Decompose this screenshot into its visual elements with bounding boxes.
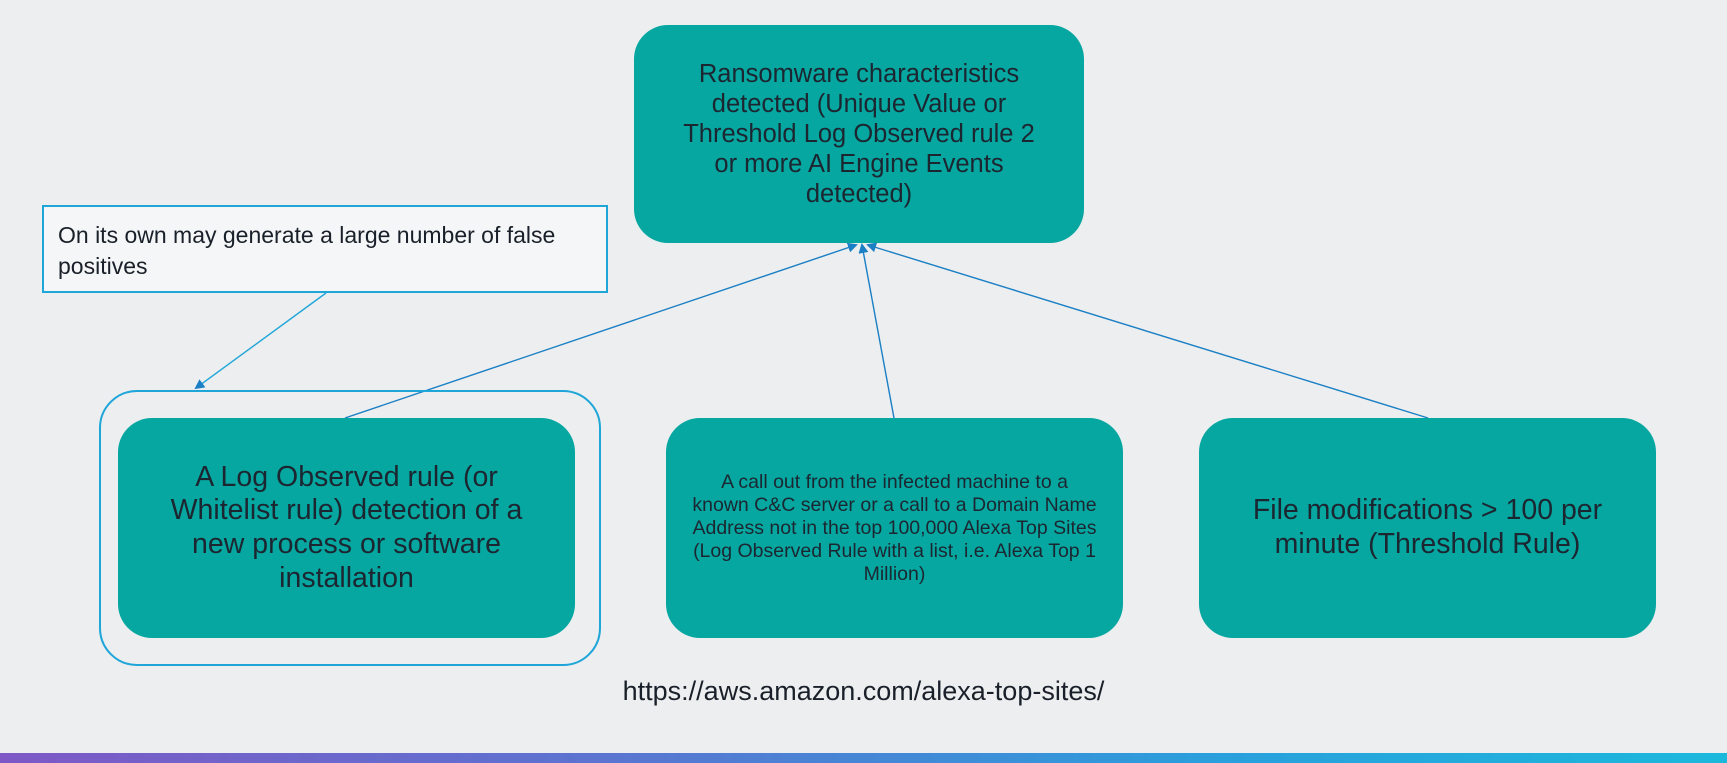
top-node-label: Ransomware characteristics detected (Uni… — [683, 59, 1035, 209]
node-file-modifications: File modifications > 100 per minute (Thr… — [1199, 418, 1656, 638]
callout-note-label: On its own may generate a large number o… — [58, 222, 556, 279]
callout-note: On its own may generate a large number o… — [42, 205, 608, 293]
node-cc-callout: A call out from the infected machine to … — [666, 418, 1123, 638]
bottom-gradient-bar — [0, 753, 1727, 763]
top-node-ransomware-detected: Ransomware characteristics detected (Uni… — [634, 25, 1084, 243]
source-url-text: https://aws.amazon.com/alexa-top-sites/ — [622, 676, 1105, 706]
connector-callout-to-top — [858, 243, 895, 419]
node-log-observed-rule: A Log Observed rule (or Whitelist rule) … — [118, 418, 575, 638]
node-file-modifications-label: File modifications > 100 per minute (Thr… — [1252, 494, 1603, 560]
source-url: https://aws.amazon.com/alexa-top-sites/ — [0, 676, 1727, 707]
node-cc-callout-label: A call out from the infected machine to … — [692, 470, 1097, 585]
connector-note-to-outline — [194, 292, 327, 390]
highlight-outline — [99, 390, 601, 666]
connector-file-mod-to-top — [866, 242, 1429, 419]
node-log-observed-label: A Log Observed rule (or Whitelist rule) … — [170, 460, 523, 594]
